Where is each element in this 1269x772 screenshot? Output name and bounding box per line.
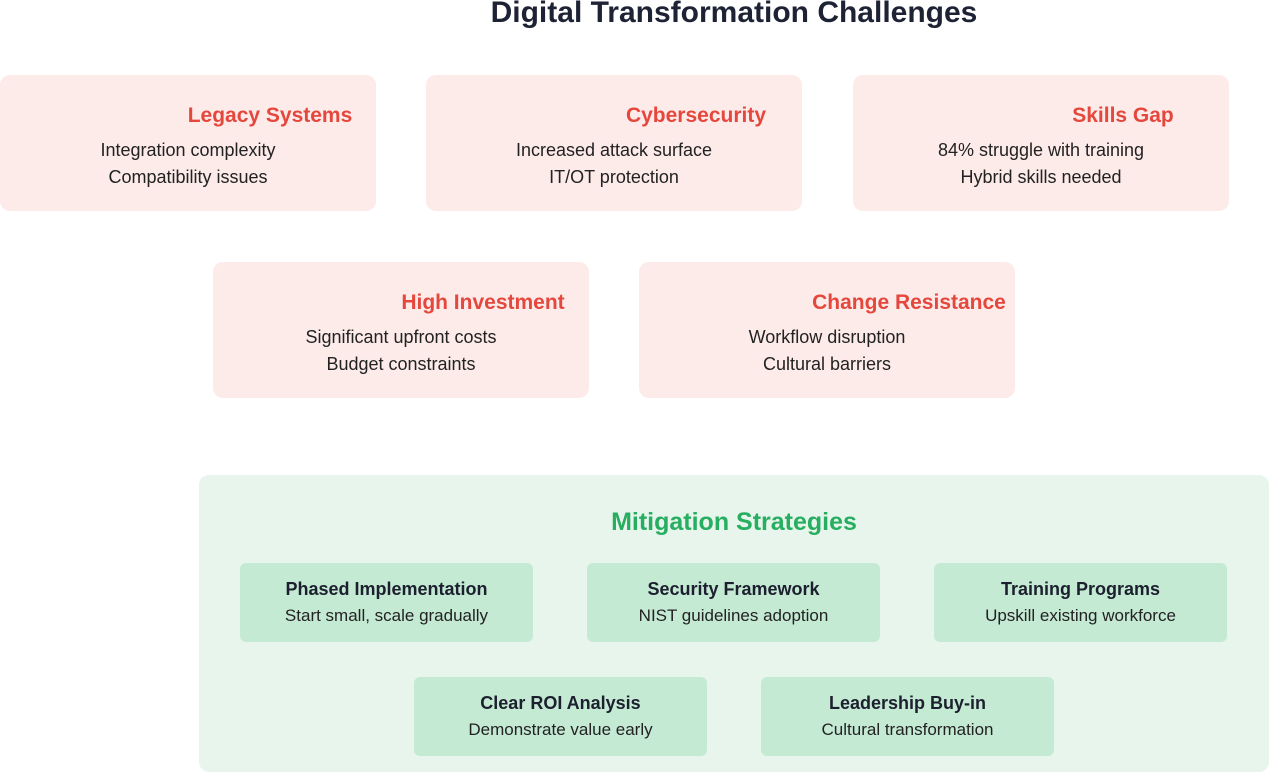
strategy-desc: Demonstrate value early: [468, 720, 653, 739]
challenge-legacy-systems: Legacy Systems Integration complexity Co…: [0, 75, 376, 211]
challenge-line: Integration complexity: [100, 140, 276, 160]
challenge-title: Change Resistance: [812, 291, 1006, 314]
challenge-line: IT/OT protection: [549, 167, 679, 187]
strategy-desc: Start small, scale gradually: [284, 606, 489, 625]
strategy-phased-implementation: Phased Implementation Start small, scale…: [240, 563, 533, 642]
strategy-desc: Cultural transformation: [821, 720, 994, 739]
strategy-title: Clear ROI Analysis: [480, 693, 641, 713]
challenge-line: Significant upfront costs: [305, 327, 497, 347]
challenge-line: Hybrid skills needed: [960, 167, 1122, 187]
strategy-clear-roi-analysis: Clear ROI Analysis Demonstrate value ear…: [414, 677, 707, 756]
challenge-line: 84% struggle with training: [937, 140, 1145, 160]
challenge-line: Compatibility issues: [108, 167, 268, 187]
strategy-leadership-buy-in: Leadership Buy-in Cultural transformatio…: [761, 677, 1054, 756]
page-title: Digital Transformation Challenges: [490, 0, 978, 29]
challenge-line: Increased attack surface: [515, 140, 713, 160]
challenge-skills-gap: Skills Gap 84% struggle with training Hy…: [853, 75, 1229, 211]
challenge-title: High Investment: [401, 291, 565, 314]
challenge-line: Cultural barriers: [762, 354, 892, 374]
mitigation-panel: Mitigation Strategies Phased Implementat…: [199, 475, 1269, 772]
mitigation-title: Mitigation Strategies: [611, 508, 857, 536]
strategy-training-programs: Training Programs Upskill existing workf…: [934, 563, 1227, 642]
strategy-desc: Upskill existing workforce: [985, 606, 1176, 625]
strategy-title: Training Programs: [1000, 579, 1161, 599]
challenge-title: Legacy Systems: [187, 104, 353, 127]
challenge-cybersecurity: Cybersecurity Increased attack surface I…: [426, 75, 802, 211]
challenge-title: Skills Gap: [1072, 104, 1174, 127]
strategy-title: Leadership Buy-in: [828, 693, 987, 713]
strategy-security-framework: Security Framework NIST guidelines adopt…: [587, 563, 880, 642]
challenge-title: Cybersecurity: [625, 104, 767, 127]
challenge-change-resistance: Change Resistance Workflow disruption Cu…: [639, 262, 1015, 398]
strategy-title: Security Framework: [647, 579, 820, 599]
strategy-title: Phased Implementation: [285, 579, 488, 599]
challenge-line: Budget constraints: [326, 354, 476, 374]
challenge-line: Workflow disruption: [748, 327, 906, 347]
challenge-high-investment: High Investment Significant upfront cost…: [213, 262, 589, 398]
strategy-desc: NIST guidelines adoption: [638, 606, 829, 625]
